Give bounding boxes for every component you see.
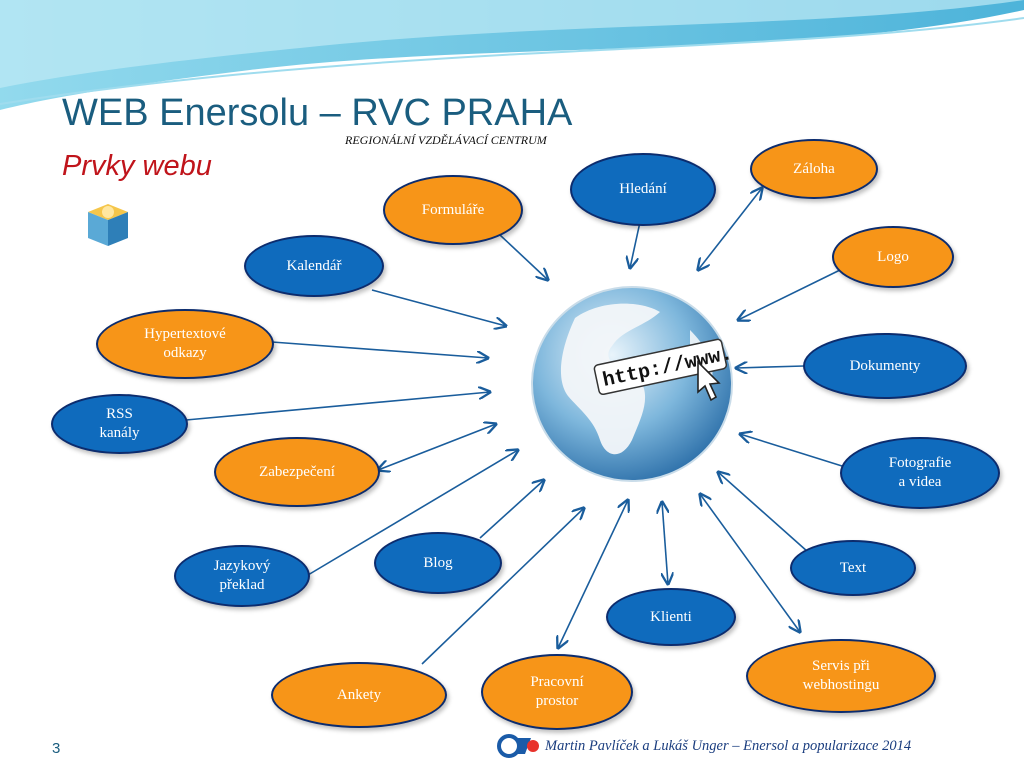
node-zaloha: Záloha (750, 139, 878, 199)
arrow-jazykovy (307, 450, 518, 576)
footer-credit: Martin Pavlíček a Lukáš Unger – Enersol … (545, 738, 912, 754)
cube-logo-icon (88, 204, 128, 246)
node-hypertextove: Hypertextové odkazy (96, 309, 274, 379)
node-jazykovy: Jazykový překlad (174, 545, 310, 607)
arrow-pracovni (558, 500, 628, 648)
node-ankety: Ankety (271, 662, 447, 728)
node-blog: Blog (374, 532, 502, 594)
arrow-formulare (499, 234, 548, 280)
arrows (185, 188, 843, 665)
node-logo: Logo (832, 226, 954, 288)
node-klienti: Klienti (606, 588, 736, 646)
node-kalendar: Kalendář (244, 235, 384, 297)
node-fotografie: Fotografie a videa (840, 437, 1000, 509)
arrow-blog (479, 480, 544, 539)
arrow-kalendar (371, 289, 506, 326)
node-text: Text (790, 540, 916, 596)
arrow-rss (185, 392, 490, 421)
arrow-fotografie (740, 434, 843, 467)
node-hledani: Hledání (570, 153, 716, 226)
arrow-zabezpeceni (378, 424, 496, 470)
page-number: 3 (52, 740, 61, 757)
slide-tagline: REGIONÁLNÍ VZDĚLÁVACÍ CENTRUM (345, 133, 547, 147)
arrow-dokumenty (736, 366, 805, 368)
arrow-hypertextove (271, 341, 488, 358)
node-zabezpeceni: Zabezpečení (214, 437, 380, 507)
node-pracovni: Pracovní prostor (481, 654, 633, 730)
node-formulare: Formuláře (383, 175, 523, 245)
arrow-servis (700, 494, 800, 632)
enersol-logo-icon (497, 734, 539, 758)
arrow-zaloha (698, 188, 762, 270)
arrow-text (718, 472, 809, 553)
node-rss: RSS kanály (51, 394, 188, 454)
arrow-hledani (630, 221, 641, 268)
slide-subtitle: Prvky webu (62, 150, 212, 182)
slide-title: WEB Enersolu – RVC PRAHA (62, 92, 573, 134)
globe-icon: http://www. (531, 286, 735, 482)
header-wave-decoration (0, 0, 1024, 110)
arrow-klienti (662, 502, 668, 584)
node-servis: Servis při webhostingu (746, 639, 936, 713)
arrow-logo (738, 269, 841, 320)
node-dokumenty: Dokumenty (803, 333, 967, 399)
